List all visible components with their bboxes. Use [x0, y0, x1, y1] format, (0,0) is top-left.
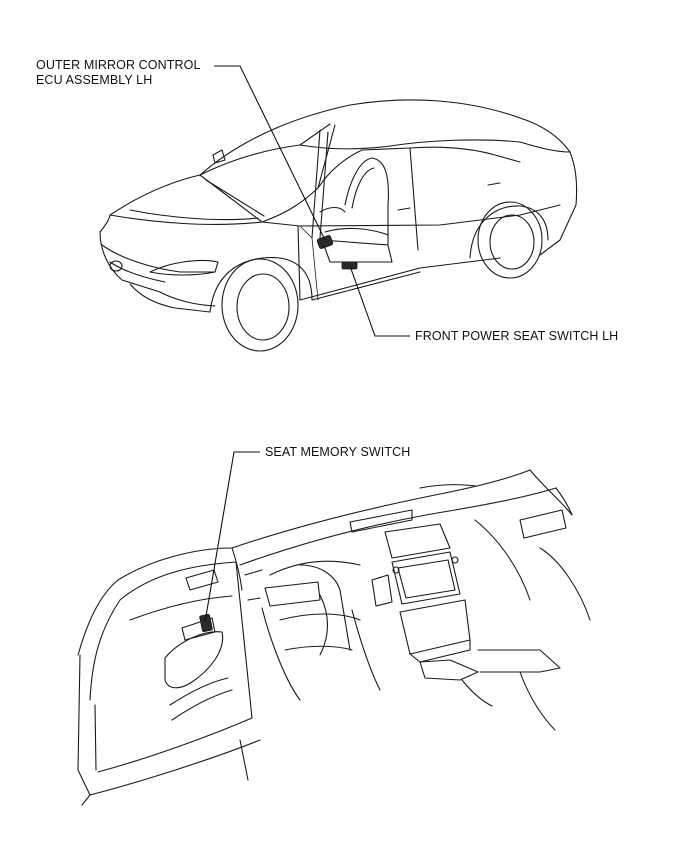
front-power-seat-switch-label: FRONT POWER SEAT SWITCH LH	[415, 329, 619, 343]
seat-memory-leader	[204, 451, 260, 623]
front-power-seat-leader	[349, 265, 410, 337]
dashboard-illustration	[77, 469, 591, 806]
car-illustration	[99, 99, 578, 352]
seat-memory-switch-part	[199, 614, 213, 632]
outer-mirror-leader	[214, 65, 326, 241]
outer-mirror-ecu-label-line2: ECU ASSEMBLY LH	[36, 73, 153, 87]
outer-mirror-ecu-label-line1: OUTER MIRROR CONTROL	[36, 58, 201, 72]
seat-memory-switch-label: SEAT MEMORY SWITCH	[265, 445, 411, 459]
outer-mirror-ecu-label: OUTER MIRROR CONTROL ECU ASSEMBLY LH	[36, 58, 201, 88]
outer-mirror-ecu-part	[316, 235, 334, 249]
front-power-seat-switch-part	[341, 261, 358, 270]
